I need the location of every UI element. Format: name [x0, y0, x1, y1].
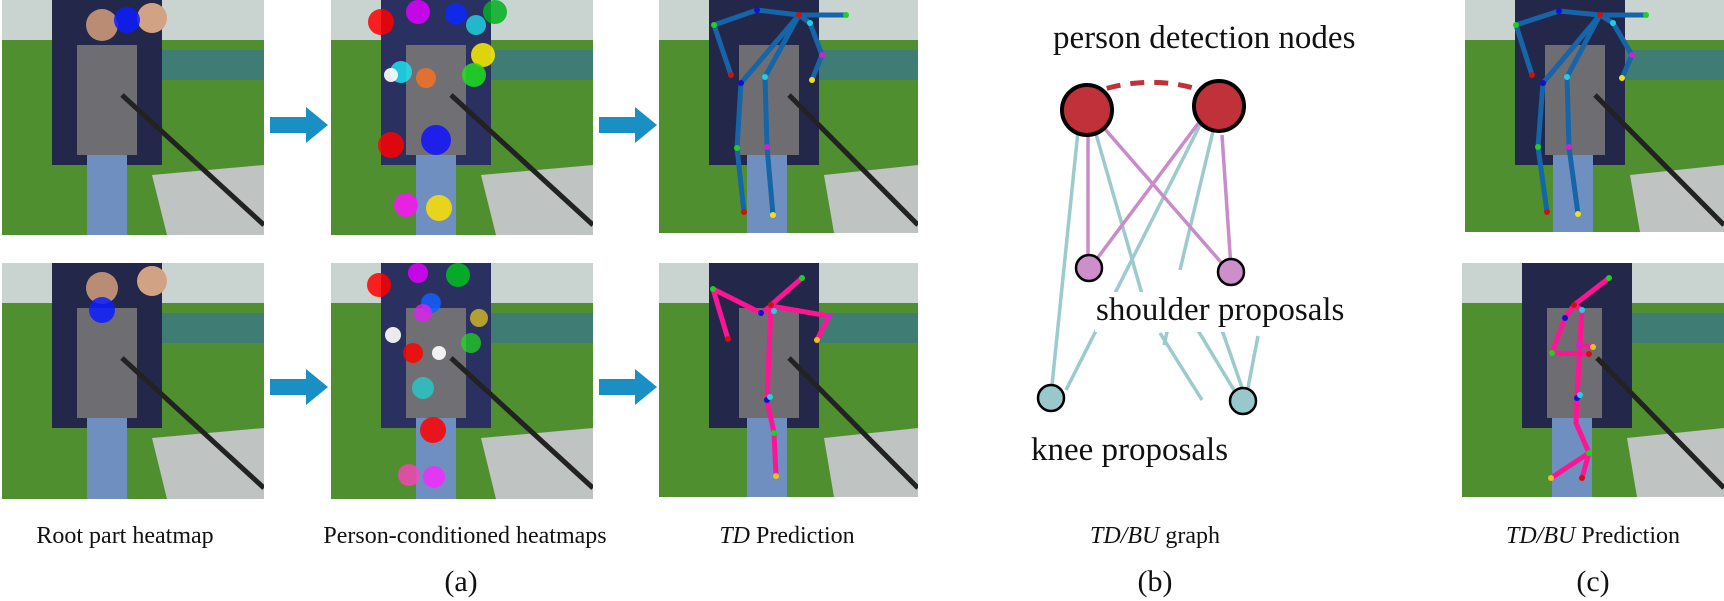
label-person-detection-nodes: person detection nodes [1053, 20, 1356, 56]
caption-italic: TD/BU [1090, 523, 1160, 549]
td-bu-graph [1000, 0, 1420, 500]
label-shoulder-proposals: shoulder proposals [1096, 292, 1345, 328]
caption-person-conditioned-heatmaps: Person-conditioned heatmaps [323, 523, 607, 549]
caption-italic: TD [719, 523, 751, 549]
person-conditioned-heatmap-image-bottom [331, 263, 593, 499]
td-bu-prediction-image-top [1465, 0, 1724, 232]
person-conditioned-heatmap-image-top [331, 0, 593, 235]
arrow-right-icon [599, 367, 659, 407]
panel-label-c: (c) [1576, 565, 1610, 598]
caption-td-prediction: TD Prediction [719, 523, 855, 549]
td-bu-prediction-image-bottom [1462, 263, 1724, 497]
caption-root-part-heatmap: Root part heatmap [36, 523, 214, 549]
caption-td-bu-graph: TD/BU graph [1090, 523, 1220, 549]
panel-label-b: (b) [1137, 565, 1173, 598]
caption-italic: TD/BU [1506, 523, 1576, 549]
td-prediction-image-bottom [659, 263, 918, 497]
root-heatmap-image-top [2, 0, 264, 235]
root-heatmap-image-bottom [2, 263, 264, 499]
arrow-right-icon [599, 105, 659, 145]
panel-label-a: (a) [444, 565, 478, 598]
caption-td-bu-prediction: TD/BU Prediction [1506, 523, 1680, 549]
label-backdrop [1095, 292, 1360, 332]
label-knee-proposals: knee proposals [1031, 432, 1229, 468]
arrow-right-icon [270, 367, 330, 407]
arrow-right-icon [270, 105, 330, 145]
td-prediction-image-top [659, 0, 918, 233]
